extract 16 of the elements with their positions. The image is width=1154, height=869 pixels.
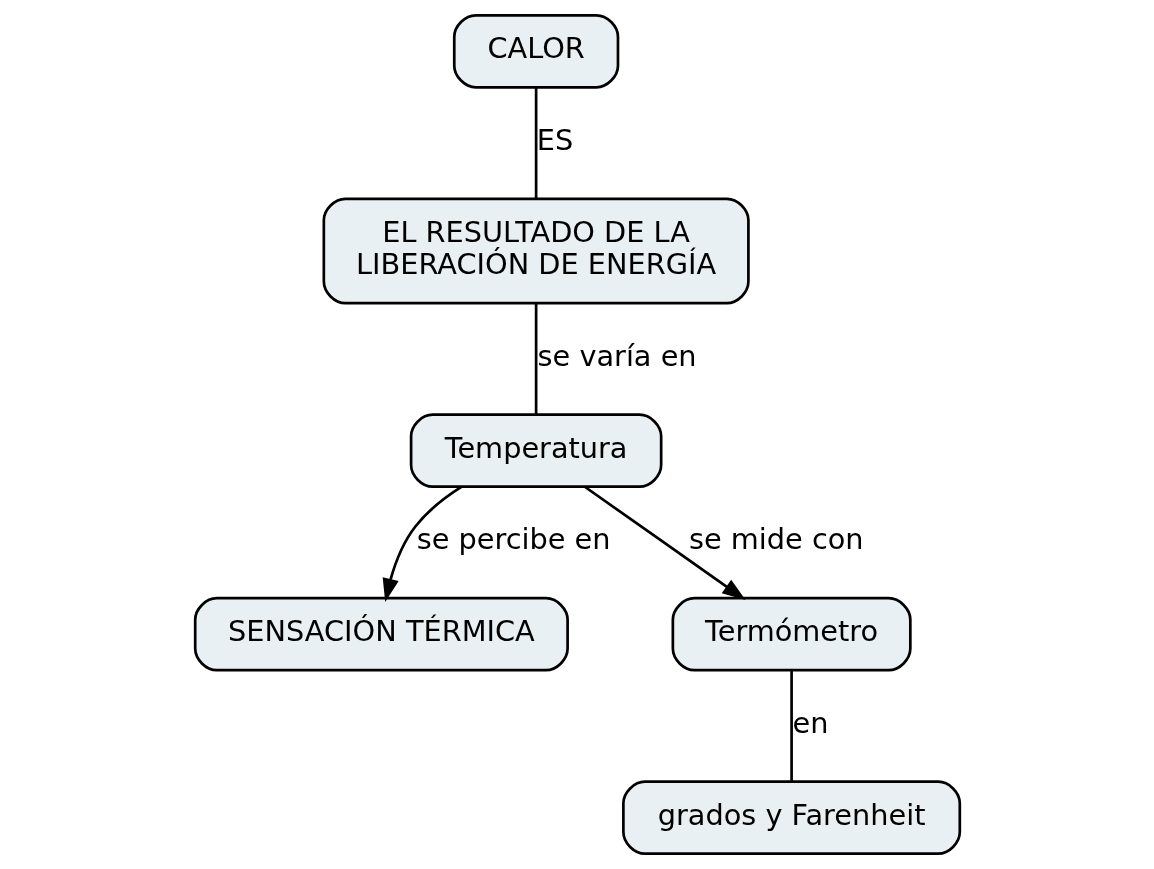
node-box: Termómetro xyxy=(671,596,912,672)
connector xyxy=(789,670,793,782)
edge-label: ES xyxy=(536,122,573,157)
node-box: EL RESULTADO DE LA LIBERACIÓN DE ENERGÍA xyxy=(321,197,750,305)
edge-label: se percibe en xyxy=(416,522,611,557)
edge-label: se varía en xyxy=(537,338,697,373)
node-box: Temperatura xyxy=(409,413,662,489)
connector xyxy=(534,87,537,199)
connector xyxy=(534,303,537,415)
arrow xyxy=(583,485,746,600)
node-box: grados y Farenheit xyxy=(621,780,961,856)
node-box: SENSACIÓN TÉRMICA xyxy=(193,596,569,672)
edge-label: en xyxy=(792,705,828,740)
edge-label: se mide con xyxy=(688,522,864,557)
node-box: CALOR xyxy=(452,13,619,89)
arrow xyxy=(382,485,462,602)
